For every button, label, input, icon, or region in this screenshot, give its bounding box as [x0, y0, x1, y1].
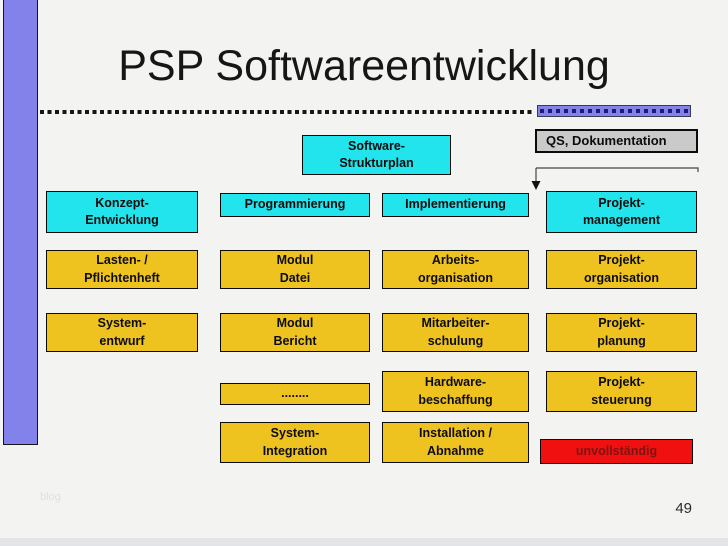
node-implementierung: Implementierung — [382, 193, 529, 217]
dotted-divider — [40, 110, 534, 114]
node-label: Modul — [276, 253, 314, 267]
bottom-strip — [0, 538, 728, 546]
node-arbeitsorganisation: Arbeits- organisation — [382, 250, 529, 289]
node-label: Strukturplan — [339, 156, 414, 170]
node-label: management — [582, 213, 661, 227]
node-systementwurf: System- entwurf — [46, 313, 198, 352]
node-projekt-steuerung: Projekt- steuerung — [546, 371, 697, 412]
node-label: Pflichtenheft — [84, 270, 160, 285]
node-konzept-entwicklung: Konzept- Entwicklung — [46, 191, 198, 233]
node-label: schulung — [427, 333, 484, 348]
node-mitarbeiterschulung: Mitarbeiter- schulung — [382, 313, 529, 352]
node-label: Programmierung — [244, 197, 346, 212]
node-programmierung: Programmierung — [220, 193, 370, 217]
status-label: unvollständig — [575, 443, 658, 458]
node-ellipsis-placeholder: ........ — [220, 383, 370, 405]
node-label: QS, Dokumentation — [546, 133, 667, 149]
node-modul-datei: Modul Datei — [220, 250, 370, 289]
qs-dotted-bar — [537, 105, 691, 117]
node-label: planung — [597, 333, 646, 348]
node-label: organisation — [583, 270, 659, 285]
node-label: Datei — [279, 270, 311, 285]
node-label: Arbeits- — [431, 253, 480, 267]
node-label: Integration — [262, 443, 328, 458]
node-installation-abnahme: Installation / Abnahme — [382, 422, 529, 463]
node-label: Installation / — [419, 426, 492, 440]
node-system-integration: System- Integration — [220, 422, 370, 463]
node-projekt-organisation: Projekt- organisation — [546, 250, 697, 289]
qs-dotted-bar-dots — [540, 109, 688, 113]
qs-arrow — [531, 167, 699, 190]
status-badge-unvollstaendig: unvollständig — [540, 439, 693, 464]
node-label: Projekt- — [598, 375, 645, 389]
node-modul-bericht: Modul Bericht — [220, 313, 370, 352]
node-label: Modul — [276, 316, 314, 330]
node-label: Implementierung — [405, 197, 506, 212]
watermark: blog — [40, 491, 61, 503]
page-number: 49 — [675, 500, 692, 517]
node-label: Abnahme — [427, 443, 484, 458]
node-label: entwurf — [99, 333, 145, 348]
node-label: Entwicklung — [85, 213, 159, 227]
node-lasten-pflichtenheft: Lasten- / Pflichtenheft — [46, 250, 198, 289]
node-label: Hardware- — [424, 375, 487, 389]
node-projekt-planung: Projekt- planung — [546, 313, 697, 352]
node-label: Projekt- — [598, 253, 645, 267]
node-qs-dokumentation: QS, Dokumentation — [535, 129, 698, 153]
node-label: Lasten- / — [96, 253, 148, 267]
node-label: Projekt- — [598, 195, 645, 210]
node-label: Konzept- — [95, 195, 149, 210]
node-label: Mitarbeiter- — [421, 316, 490, 330]
node-label: ........ — [281, 386, 309, 401]
node-software-strukturplan: Software- Strukturplan — [302, 135, 451, 175]
slide-title: PSP Softwareentwicklung — [118, 42, 610, 90]
node-label: Software- — [348, 138, 405, 153]
node-label: System- — [97, 316, 147, 330]
node-label: Projekt- — [598, 316, 645, 330]
node-label: steuerung — [591, 392, 652, 407]
node-hardware-beschaffung: Hardware- beschaffung — [382, 371, 529, 412]
node-projekt-management: Projekt- management — [546, 191, 697, 233]
node-label: organisation — [417, 270, 493, 285]
node-label: Bericht — [273, 333, 317, 348]
left-accent-bar — [3, 0, 38, 445]
node-label: System- — [270, 426, 320, 440]
node-label: beschaffung — [418, 392, 493, 407]
